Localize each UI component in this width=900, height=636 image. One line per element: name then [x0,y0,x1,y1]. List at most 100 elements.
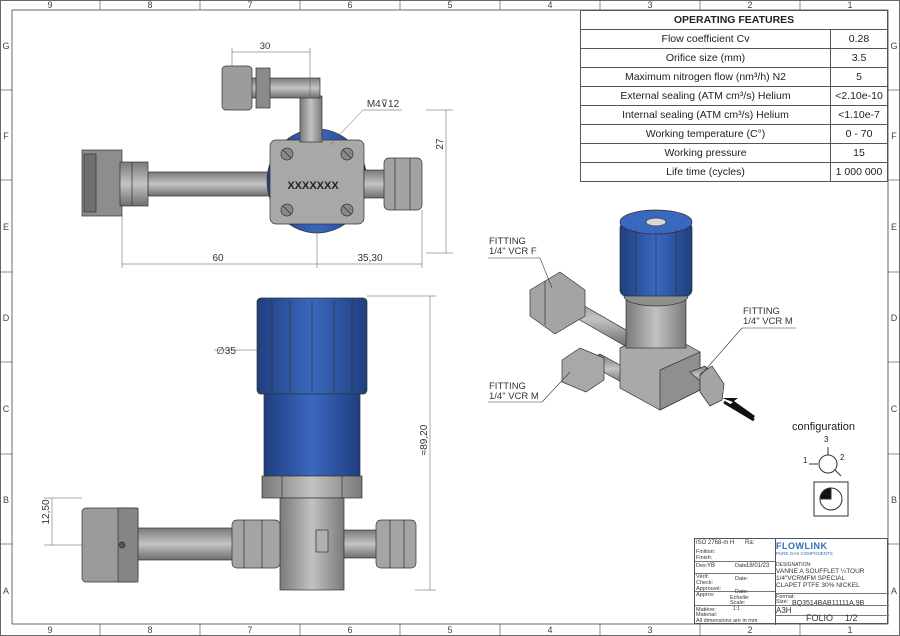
col-label: 5 [447,0,452,10]
front-right-fitting [375,519,417,569]
tb-reference: BQ3514BAB11111A.9B [792,600,865,607]
row-label: D [891,313,898,323]
tb-iso: ISO 2768-m H [696,540,735,546]
col-label: 3 [647,0,652,10]
table-row: Orifice size (mm)3.5 [580,48,888,68]
tb-folio: FOLIO [806,613,834,623]
col-label: 1 [847,0,852,10]
iso-view [529,209,725,411]
tb-size-label: Size: [776,599,789,605]
tb-scale: Scale: [730,600,746,606]
top-long-tube [147,171,279,197]
tb-all-dim: All dimensions are in mm [696,618,758,624]
fitting-m-right-label: FITTING 1/4" VCR M [743,306,793,327]
tb-approuve: Approuvé: [696,586,722,592]
front-view [81,297,417,591]
config-port-1: 1 [803,456,808,465]
row-label: A [3,586,9,596]
tb-folio-value: 1/2 [845,613,858,623]
configuration-symbol [809,447,849,517]
row-label: G [2,41,9,51]
row-label: C [3,404,10,414]
row-label: D [3,313,10,323]
row-label: B [891,495,897,505]
tb-des-value: YB [707,563,716,569]
top-right-fitting [383,157,423,211]
dim-60: 60 [212,253,224,264]
dim-height: ≈89,20 [419,424,430,455]
tb-designation-1: VANNE A SOUFFLET ¼TOUR [776,568,865,575]
iso-right-fitting [699,365,725,407]
row-label: C [891,404,898,414]
row-label: F [891,131,897,141]
features-title: OPERATING FEATURES [580,10,888,30]
tb-date3: Date: [735,589,749,595]
front-hex-nut [261,475,363,499]
tb-check: Check: [696,580,714,586]
col-label: 2 [747,625,752,635]
title-block [694,538,889,625]
col-label: 8 [147,0,152,10]
col-label: 5 [447,625,452,635]
col-label: 3 [647,625,652,635]
iso-left-fitting [561,347,605,393]
row-label: G [890,41,897,51]
col-label: 6 [347,625,352,635]
tb-approv: Approv: [696,592,715,598]
col-label: 2 [747,0,752,10]
tb-material: Material: [696,612,718,618]
config-port-2: 2 [840,453,845,462]
row-label: B [3,495,9,505]
fitting-f-label: FITTING 1/4" VCR F [489,236,537,257]
tb-designation-label: DESIGNATION: [776,562,812,568]
tb-date-value: 18/01/23 [746,563,770,569]
col-label: 6 [347,0,352,10]
front-blue-body [263,393,361,477]
dim-30: 30 [260,41,271,52]
configuration-title: configuration [792,421,855,433]
dim-diameter-35: ∅35 [216,346,236,357]
tb-scale-value: 1:1 [733,606,740,612]
front-long-tube [135,527,235,561]
iso-leaders [488,257,796,403]
top-dimensions [121,48,453,268]
tb-designation-2: 1/4"VCRMFM SPECIAL [776,575,846,582]
dim-12-50: 12,50 [41,499,52,524]
table-row: Life time (cycles)1 000 000 [580,162,888,182]
arrow-icon-shaft [723,400,755,422]
tb-format-value: A3H [776,606,792,615]
row-label: F [3,131,9,141]
tb-date-label: Date: [735,563,749,569]
tb-format-label: Format: [776,594,795,600]
tb-des-label: Des: [696,563,708,569]
top-upper-fitting [221,65,253,111]
dim-27: 27 [435,138,446,150]
col-label: 1 [847,625,852,635]
col-label: 4 [547,625,552,635]
table-row: Working temperature (C°)0 - 70 [580,124,888,144]
iso-female-fitting [529,271,586,335]
dim-35-30: 35,30 [357,253,382,264]
row-label: E [3,222,9,232]
tb-finition: Finition: [696,549,716,555]
table-row: Internal sealing (ATM cm³/s) Helium<1.10… [580,105,888,125]
top-view [81,65,423,234]
brand-logo: FLOWLINK [776,541,828,551]
col-label: 8 [147,625,152,635]
brand-sub: PURE GAS COMPONENTS [776,551,833,556]
front-valve-body [279,497,345,591]
col-label: 7 [247,625,252,635]
col-label: 9 [47,0,52,10]
fitting-m-left-label: FITTING 1/4" VCR M [489,381,539,402]
front-dimensions [44,295,436,591]
col-label: 7 [247,0,252,10]
col-label: 9 [47,625,52,635]
tb-ra: Ra: [745,540,755,546]
